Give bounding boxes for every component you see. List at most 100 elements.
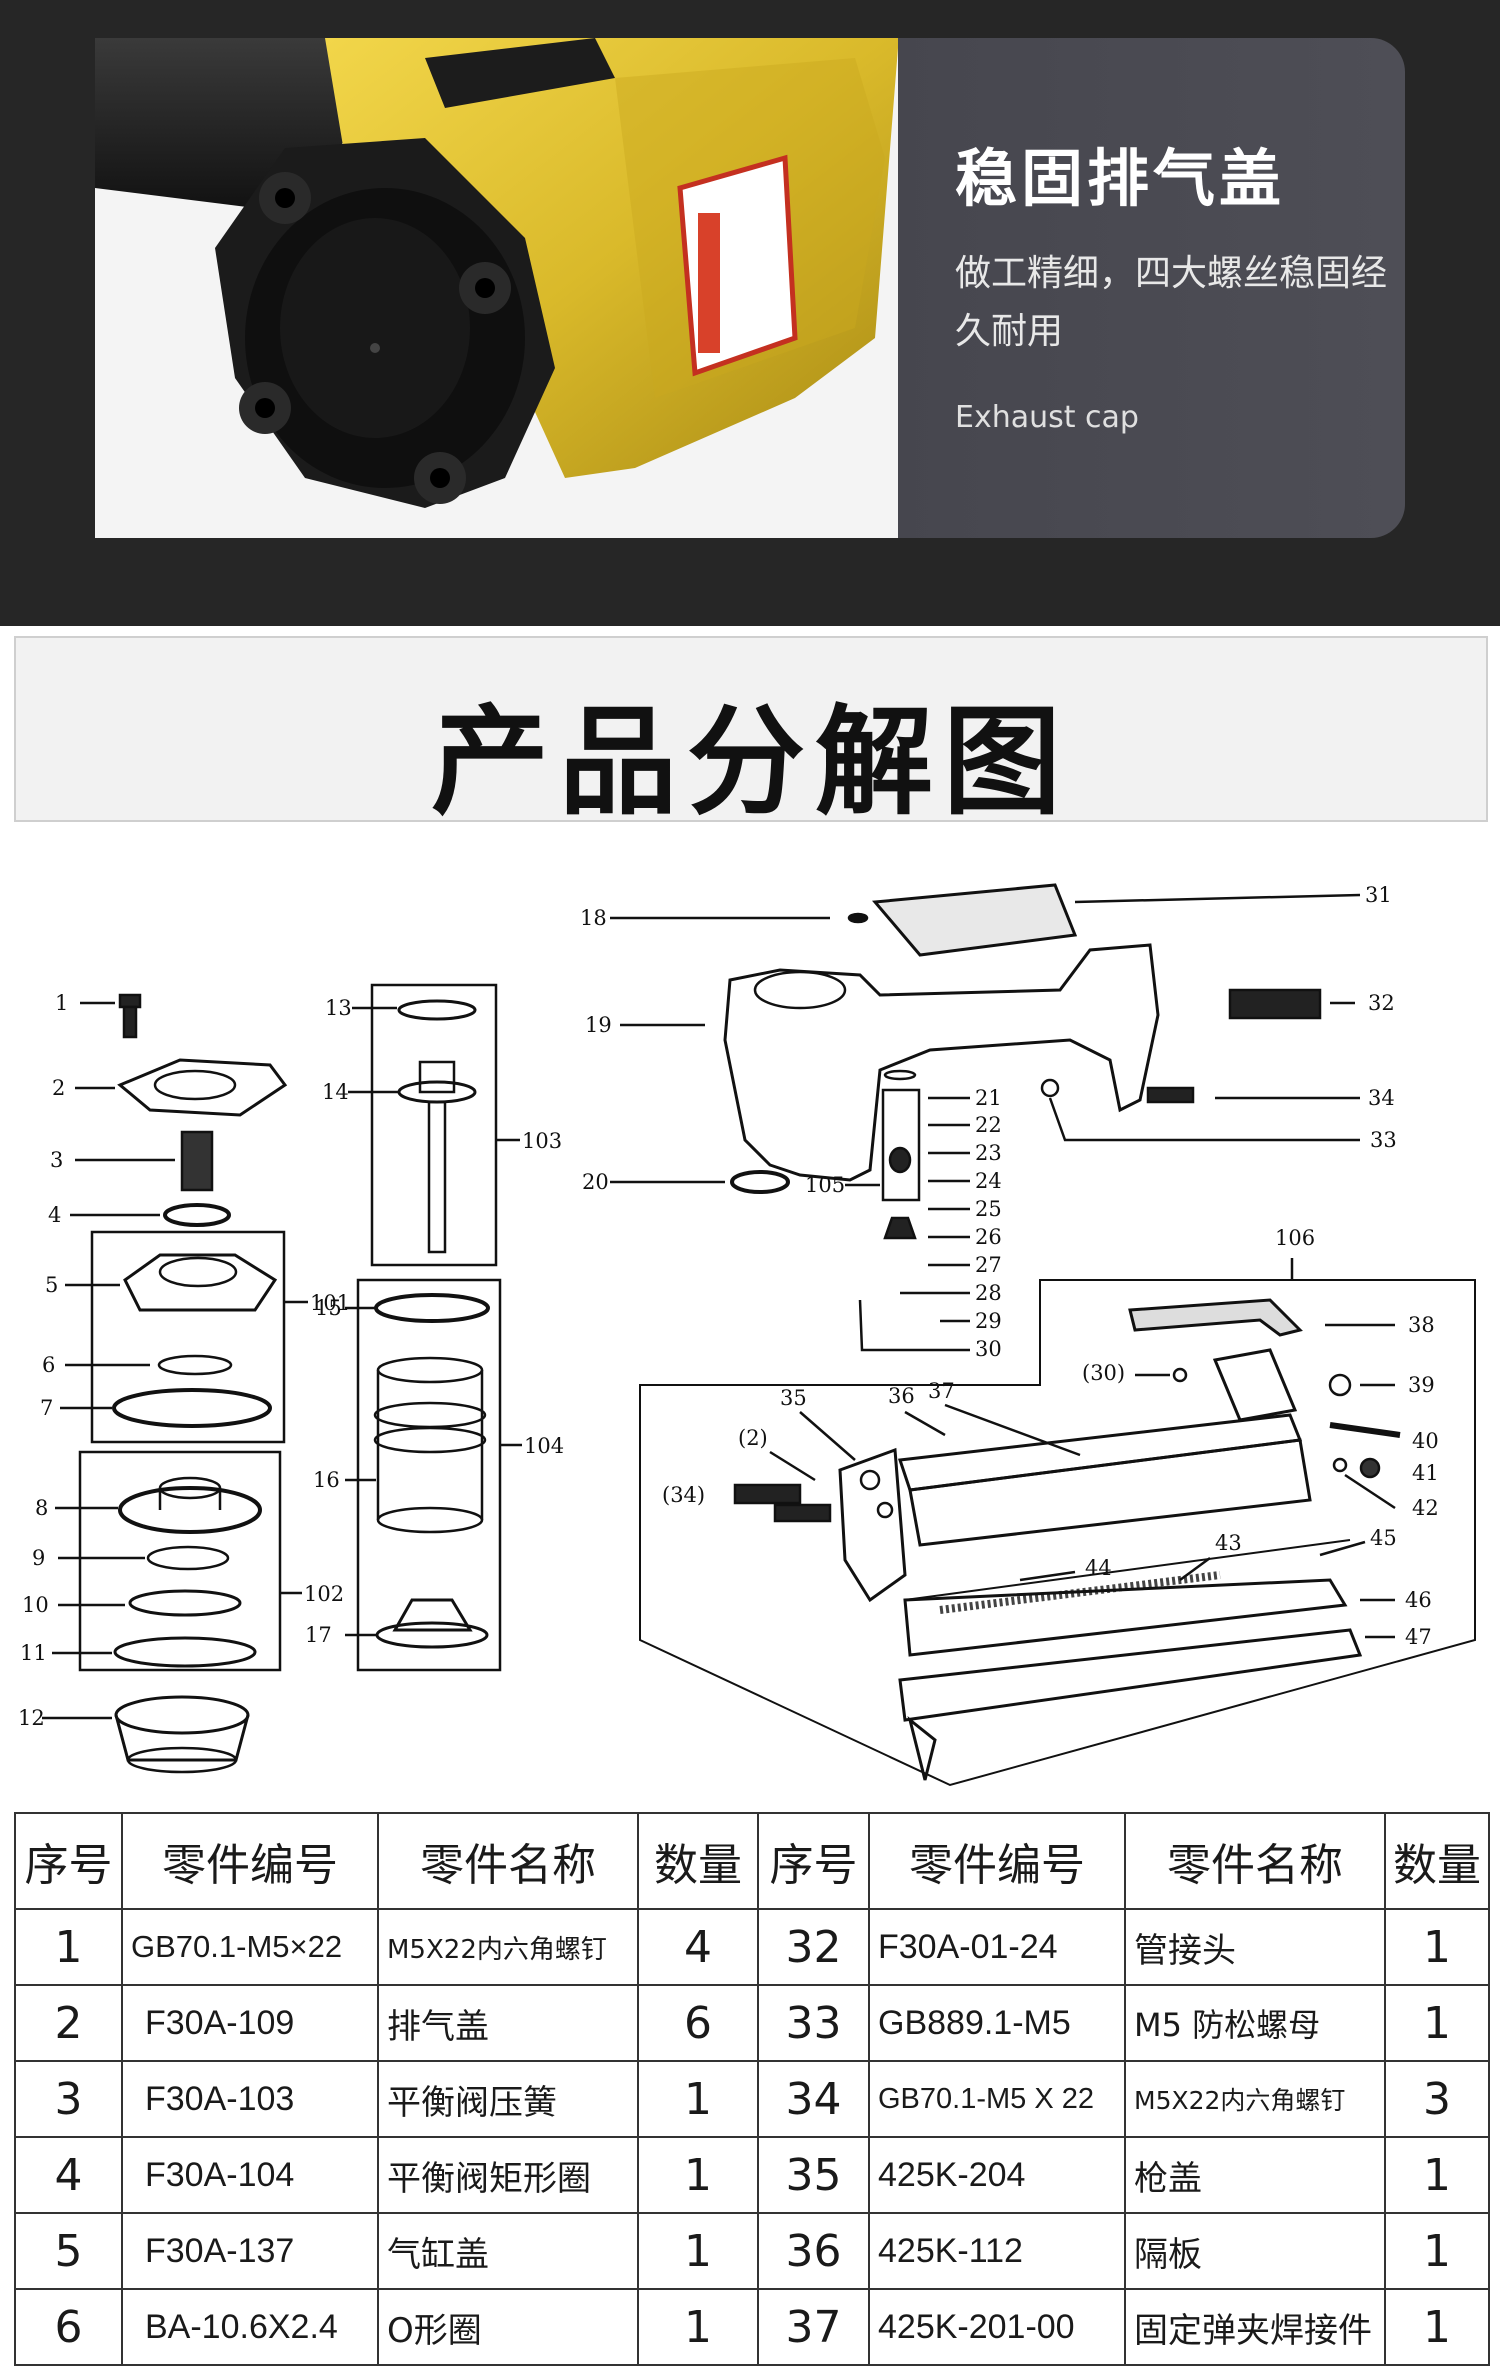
cell-code: F30A-109: [121, 1984, 379, 2062]
cell-qty: 1: [1384, 2212, 1490, 2290]
cell-seq: 34: [757, 2060, 870, 2138]
label-3: 3: [50, 1148, 63, 1172]
label-11: 11: [20, 1641, 47, 1665]
label-101: 101: [310, 1291, 350, 1315]
label-6: 6: [42, 1353, 55, 1377]
label-21: 21: [975, 1086, 1002, 1110]
feature-title: 稳固排气盖: [955, 142, 1286, 215]
cell-seq: 2: [14, 1984, 123, 2062]
cell-seq: 5: [14, 2212, 123, 2290]
label-43: 43: [1215, 1531, 1242, 1555]
cell-qty: 3: [1384, 2060, 1490, 2138]
cell-qty: 1: [1384, 1908, 1490, 1986]
cell-qty: 1: [637, 2288, 759, 2366]
cell-seq: 35: [757, 2136, 870, 2214]
label-24: 24: [975, 1169, 1002, 1193]
cell-name: 平衡阀压簧: [377, 2060, 639, 2138]
cell-seq: 1: [14, 1908, 123, 1986]
feature-description: 做工精细，四大螺丝稳固经久耐用: [955, 253, 1388, 352]
header-name-left: 零件名称: [377, 1812, 639, 1910]
header-code-left: 零件编号: [121, 1812, 379, 1910]
section-title: 产品分解图: [430, 693, 1071, 831]
label-30: 30: [975, 1337, 1002, 1361]
label-paren-34: (34): [662, 1483, 705, 1507]
label-31: 31: [1365, 883, 1392, 907]
cell-name: M5X22内六角螺钉: [1124, 2060, 1386, 2138]
cell-name: O形圈: [377, 2288, 639, 2366]
cell-code: GB889.1-M5: [868, 1984, 1126, 2062]
cell-seq: 36: [757, 2212, 870, 2290]
label-35: 35: [780, 1386, 807, 1410]
cell-seq: 3: [14, 2060, 123, 2138]
table-row: 5 F30A-137 气缸盖 1 36 425K-112 隔板 1: [14, 2212, 1490, 2290]
table-row: 6 BA-10.6X2.4 O形圈 1 37 425K-201-00 固定弹夹焊…: [14, 2288, 1490, 2366]
label-44: 44: [1085, 1556, 1112, 1580]
label-40: 40: [1412, 1429, 1439, 1453]
label-17: 17: [305, 1623, 332, 1647]
label-46: 46: [1405, 1588, 1432, 1612]
header-seq-left: 序号: [14, 1812, 123, 1910]
label-36: 36: [888, 1384, 915, 1408]
label-23: 23: [975, 1141, 1002, 1165]
label-105: 105: [805, 1173, 845, 1197]
cell-qty: 6: [637, 1984, 759, 2062]
label-27: 27: [975, 1253, 1002, 1277]
label-42: 42: [1412, 1496, 1439, 1520]
cell-code: 425K-201-00: [868, 2288, 1126, 2366]
label-13: 13: [325, 996, 352, 1020]
label-28: 28: [975, 1281, 1002, 1305]
cell-code: GB70.1-M5 X 22: [868, 2060, 1126, 2138]
cell-qty: 1: [637, 2060, 759, 2138]
cell-name: 隔板: [1124, 2212, 1386, 2290]
label-15: 15: [315, 1296, 342, 1320]
header-qty-right: 数量: [1384, 1812, 1490, 1910]
label-paren-30: (30): [1082, 1361, 1125, 1385]
label-14: 14: [322, 1080, 349, 1104]
label-34: 34: [1368, 1086, 1395, 1110]
cell-code: F30A-103: [121, 2060, 379, 2138]
cell-code: F30A-01-24: [868, 1908, 1126, 1986]
feature-english-caption: Exhaust cap: [955, 400, 1139, 435]
cell-code: F30A-104: [121, 2136, 379, 2214]
label-45: 45: [1370, 1526, 1397, 1550]
cell-qty: 1: [1384, 2288, 1490, 2366]
label-106: 106: [1275, 1226, 1315, 1250]
cell-seq: 37: [757, 2288, 870, 2366]
cell-seq: 6: [14, 2288, 123, 2366]
section-header: 产品分解图: [14, 636, 1488, 831]
label-16: 16: [313, 1468, 340, 1492]
cell-qty: 1: [637, 2212, 759, 2290]
label-41: 41: [1412, 1461, 1439, 1485]
label-paren-2: (2): [738, 1426, 768, 1450]
label-26: 26: [975, 1225, 1002, 1249]
cell-qty: 1: [1384, 1984, 1490, 2062]
header-code-right: 零件编号: [868, 1812, 1126, 1910]
label-2: 2: [52, 1076, 65, 1100]
header-seq-right: 序号: [757, 1812, 870, 1910]
cell-name: 平衡阀矩形圈: [377, 2136, 639, 2214]
label-33: 33: [1370, 1128, 1397, 1152]
cell-name: 枪盖: [1124, 2136, 1386, 2214]
label-32: 32: [1368, 991, 1395, 1015]
cell-name: M5X22内六角螺钉: [377, 1908, 639, 1986]
cell-name: 管接头: [1124, 1908, 1386, 1986]
cell-name: 排气盖: [377, 1984, 639, 2062]
cell-seq: 33: [757, 1984, 870, 2062]
cell-qty: 4: [637, 1908, 759, 1986]
label-29: 29: [975, 1309, 1002, 1333]
cell-code: BA-10.6X2.4: [121, 2288, 379, 2366]
label-47: 47: [1405, 1625, 1432, 1649]
label-10: 10: [22, 1593, 49, 1617]
label-20: 20: [582, 1170, 609, 1194]
label-12: 12: [18, 1706, 45, 1730]
table-row: 4 F30A-104 平衡阀矩形圈 1 35 425K-204 枪盖 1: [14, 2136, 1490, 2214]
label-103: 103: [522, 1129, 562, 1153]
label-7: 7: [40, 1396, 53, 1420]
cell-qty: 1: [1384, 2136, 1490, 2214]
label-5: 5: [45, 1273, 58, 1297]
table-row: 3 F30A-103 平衡阀压簧 1 34 GB70.1-M5 X 22 M5X…: [14, 2060, 1490, 2138]
cell-code: 425K-112: [868, 2212, 1126, 2290]
cell-code: GB70.1-M5×22: [121, 1908, 379, 1986]
label-39: 39: [1408, 1373, 1435, 1397]
feature-banner: 稳固排气盖 做工精细，四大螺丝稳固经久耐用 Exhaust cap: [0, 0, 1500, 626]
